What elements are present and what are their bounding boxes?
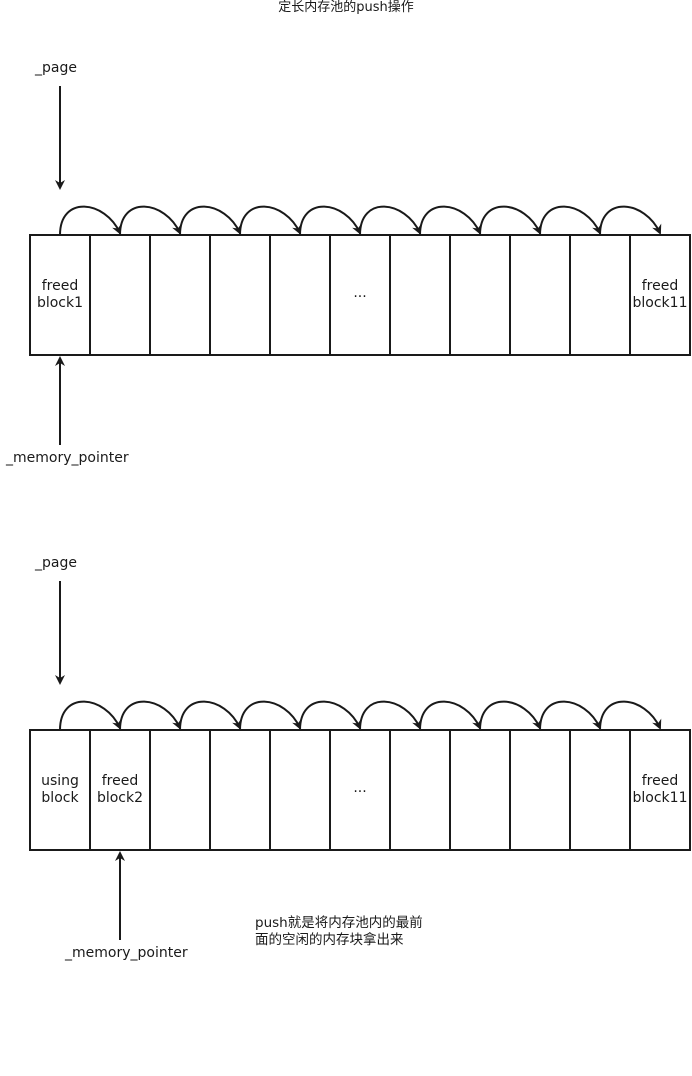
after-block-11-line-2: block11 [632, 790, 688, 806]
before-memory-block-3 [149, 234, 211, 356]
after-memory-block-10 [569, 729, 631, 851]
before-memory-block-7 [389, 234, 451, 356]
after-block-2-line-1: freed [101, 773, 139, 789]
after-block-1-line-2: block [41, 790, 79, 806]
page-label-before: _page [35, 60, 77, 76]
before-block-1-line-2: block1 [36, 295, 84, 311]
before-memory-block-8 [449, 234, 511, 356]
after-next-link-arrow-1 [59, 700, 122, 731]
after-next-link-arrow-6 [359, 700, 422, 731]
before-block-6-line-1: ... [353, 284, 367, 301]
after-memory-block-3 [149, 729, 211, 851]
after-next-link-arrow-9 [539, 700, 602, 731]
before-next-link-arrow-10 [599, 205, 662, 236]
after-next-link-arrow-4 [239, 700, 302, 731]
after-memory-block-5 [269, 729, 331, 851]
before-next-link-arrow-9 [539, 205, 602, 236]
diagram-after [29, 581, 691, 940]
page-label-after: _page [35, 555, 77, 571]
before-block-11-line-2: block11 [632, 295, 688, 311]
after-next-link-arrow-5 [299, 700, 362, 731]
memory-pointer-label-after: _memory_pointer [65, 945, 188, 961]
before-block-11-line-1: freed [641, 278, 679, 294]
before-memory-block-2 [89, 234, 151, 356]
before-memory-block-4 [209, 234, 271, 356]
after-block-1-line-1: using [41, 773, 79, 789]
after-next-link-arrow-10 [599, 700, 662, 731]
before-next-link-arrow-8 [479, 205, 542, 236]
before-memory-block-1 [29, 234, 91, 356]
before-memory-block-9 [509, 234, 571, 356]
after-memory-block-7 [389, 729, 451, 851]
after-next-link-arrow-2 [119, 700, 182, 731]
before-memory-block-10 [569, 234, 631, 356]
after-block-11-line-1: freed [641, 773, 679, 789]
push-note-line-2: 面的空闲的内存块拿出来 [255, 932, 404, 948]
before-memory-block-5 [269, 234, 331, 356]
after-next-link-arrow-3 [179, 700, 242, 731]
push-note-line-1: push就是将内存池内的最前 [255, 915, 423, 931]
after-memory-block-label-6: ... [330, 780, 390, 797]
before-memory-block-label-6: ... [330, 285, 390, 302]
before-next-link-arrow-1 [59, 205, 122, 236]
before-next-link-arrow-7 [419, 205, 482, 236]
before-next-link-arrow-5 [299, 205, 362, 236]
after-block-6-line-1: ... [353, 779, 367, 796]
after-next-link-arrow-8 [479, 700, 542, 731]
memory-pointer-label-before: _memory_pointer [6, 450, 129, 466]
before-next-link-arrow-2 [119, 205, 182, 236]
after-memory-block-9 [509, 729, 571, 851]
before-next-link-arrow-4 [239, 205, 302, 236]
before-memory-block-6 [329, 234, 391, 356]
before-block-1-line-1: freed [41, 278, 79, 294]
after-memory-block-4 [209, 729, 271, 851]
before-memory-block-11 [629, 234, 691, 356]
after-next-link-arrow-7 [419, 700, 482, 731]
diagram-title: 定长内存池的push操作 [278, 0, 414, 15]
after-block-2-line-2: block2 [96, 790, 144, 806]
after-memory-block-11 [629, 729, 691, 851]
before-next-link-arrow-3 [179, 205, 242, 236]
diagram-before [29, 86, 691, 445]
before-next-link-arrow-6 [359, 205, 422, 236]
after-memory-block-8 [449, 729, 511, 851]
